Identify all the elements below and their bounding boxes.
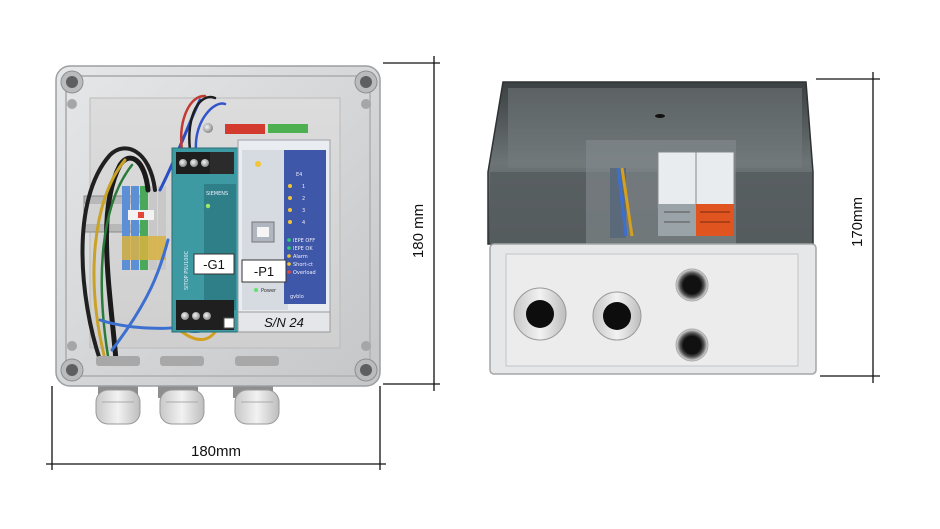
status-2: IEPE OK (293, 246, 313, 252)
status-4: Short-ct (293, 262, 313, 268)
device-led-column: 1 2 3 4 (288, 184, 305, 226)
side-view (487, 81, 817, 375)
device-brand: gvblo (290, 294, 304, 300)
status-legend: IEPE OFF IEPE OK Alarm Short-ct Overload (287, 238, 316, 276)
front-dimensions (46, 56, 440, 470)
status-5: Overload (293, 270, 316, 276)
serial-text: S/N 24 (264, 315, 304, 330)
device-tag-label: -P1 (241, 259, 287, 283)
side-height-label: 170mm (849, 197, 866, 247)
side-cable-entries (513, 268, 709, 362)
power-led-label: Power (261, 288, 277, 294)
led-3: 3 (302, 208, 305, 214)
led-1: 1 (302, 184, 305, 190)
serial-label: S/N 24 (237, 311, 331, 333)
terminal-blocks (122, 186, 166, 270)
psu-model: SITOP PSU100C (184, 250, 190, 290)
lid-internals (610, 114, 735, 238)
power-supply-g1: SIEMENS SITOP PSU100C (171, 147, 239, 333)
led-4: 4 (302, 220, 305, 226)
psu-brand: SIEMENS (206, 191, 228, 197)
front-view: SIEMENS SITOP PSU100C -G1 E4 1 2 (55, 65, 381, 425)
side-dimensions (816, 72, 880, 383)
status-3: Alarm (293, 254, 308, 260)
led-2: 2 (302, 196, 305, 202)
corner-screws (60, 70, 378, 382)
front-height-label: 180 mm (410, 204, 427, 258)
monitoring-device-p1: E4 1 2 3 4 IEPE OFF IEPE OK Alarm Short-… (237, 139, 331, 329)
status-1: IEPE OFF (293, 238, 315, 244)
device-tag-text: -P1 (254, 264, 274, 279)
device-label: E4 (296, 172, 302, 178)
psu-tag-label: -G1 (193, 253, 235, 275)
front-width-label: 180mm (191, 443, 241, 460)
psu-tag-text: -G1 (203, 257, 225, 272)
